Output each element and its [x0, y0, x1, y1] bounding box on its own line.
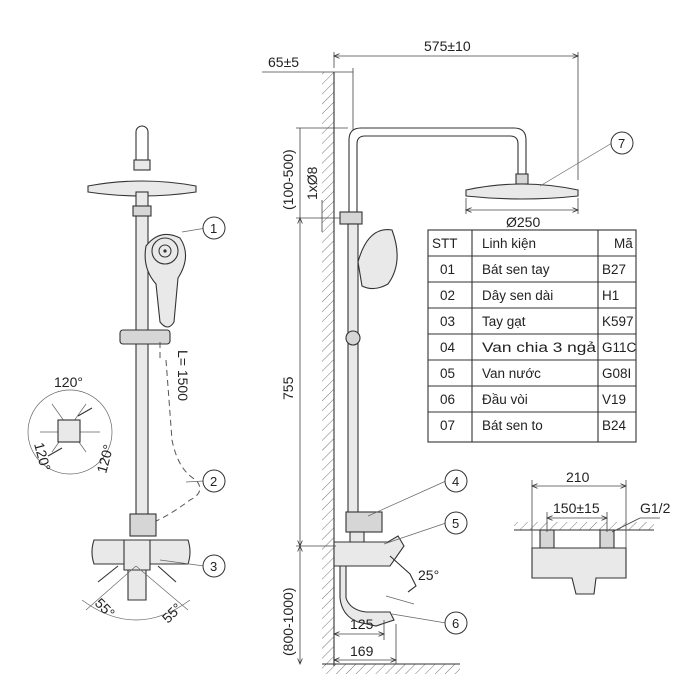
callouts: 1 2 3 4 5 6 7	[159, 131, 634, 635]
table-cell: B27	[602, 262, 626, 277]
table-cell: 03	[440, 314, 455, 329]
callout-6: 6	[444, 611, 468, 635]
table-cell: G08I	[602, 366, 631, 381]
callout-5: 5	[444, 511, 468, 535]
dimension-lines	[262, 52, 578, 664]
hand-shower-side	[357, 229, 398, 290]
dim-25deg: 25°	[418, 567, 439, 583]
hand-shower-front	[144, 233, 187, 328]
table-cell: B24	[602, 418, 627, 433]
dim-valve-thread: G1/2	[640, 500, 671, 516]
overhead-shower-head-side	[465, 183, 579, 200]
dim-755: 755	[280, 376, 296, 400]
table-header-stt: STT	[432, 236, 458, 251]
parts-table: STT Linh kiện Mã 01 Bát sen tay B27 02 D…	[427, 229, 637, 443]
table-cell: 07	[440, 418, 455, 433]
table-cell: 02	[440, 288, 455, 303]
table-cell: 06	[440, 392, 455, 407]
svg-text:7: 7	[618, 136, 625, 151]
table-cell: Bát sen tay	[482, 262, 550, 277]
dim-rot-120-right: 120°	[93, 443, 116, 475]
hose-front	[153, 342, 201, 523]
dim-rot-120-left: 120°	[31, 441, 54, 473]
table-cell: G11C	[602, 340, 637, 355]
dim-250: Ø250	[506, 214, 540, 230]
callout-3: 3	[202, 554, 226, 578]
table-cell: H1	[602, 288, 619, 303]
table-cell: Van chia 3 ngả	[482, 340, 597, 355]
dim-pipe-dia: 1xØ8	[304, 166, 320, 200]
table-cell: Tay gạt	[482, 314, 526, 329]
wall-hatch	[322, 72, 334, 666]
dim-800-1000: (800-1000)	[280, 588, 296, 657]
callout-2: 2	[202, 469, 226, 493]
table-header-code: Mã	[614, 236, 633, 251]
dim-valve-210: 210	[566, 469, 590, 485]
thermostatic-valve-body	[531, 547, 627, 595]
callout-1: 1	[202, 216, 226, 240]
dim-169: 169	[350, 643, 374, 659]
svg-text:6: 6	[452, 616, 459, 631]
callout-7: 7	[610, 131, 634, 155]
dim-rot-120-top: 120°	[54, 374, 83, 390]
riser-pipe-front	[135, 191, 149, 523]
svg-text:4: 4	[452, 474, 459, 489]
svg-text:5: 5	[452, 516, 459, 531]
table-header-part: Linh kiện	[482, 236, 536, 251]
table-cell: K597	[602, 314, 634, 329]
dim-65: 65±5	[268, 54, 299, 70]
spout-side	[339, 565, 395, 627]
table-cell: Van nước	[482, 366, 541, 381]
svg-text:1: 1	[210, 221, 217, 236]
dim-100-500: (100-500)	[280, 149, 296, 210]
dim-rot-55-left: 55°	[92, 595, 118, 621]
svg-text:2: 2	[210, 474, 217, 489]
svg-text:3: 3	[210, 559, 217, 574]
overhead-shower-head-front	[87, 180, 197, 197]
front-view	[27, 125, 201, 621]
valve-detail	[514, 480, 660, 595]
callout-4: 4	[444, 469, 468, 493]
table-cell: Đầu vòi	[482, 392, 528, 407]
table-cell: Dây sen dài	[482, 288, 553, 303]
riser-pipe-side	[347, 223, 359, 515]
table-cell: 01	[440, 262, 455, 277]
table-cell: V19	[602, 392, 626, 407]
dim-valve-150: 150±15	[553, 500, 600, 516]
dim-hose-length: L= 1500	[175, 350, 191, 401]
table-cell: 05	[440, 366, 455, 381]
dim-575: 575±10	[424, 38, 471, 54]
table-cell: Bát sen to	[482, 418, 543, 433]
floor-hatch	[322, 664, 460, 674]
dim-125: 125	[350, 616, 374, 632]
table-cell: 04	[440, 340, 456, 355]
